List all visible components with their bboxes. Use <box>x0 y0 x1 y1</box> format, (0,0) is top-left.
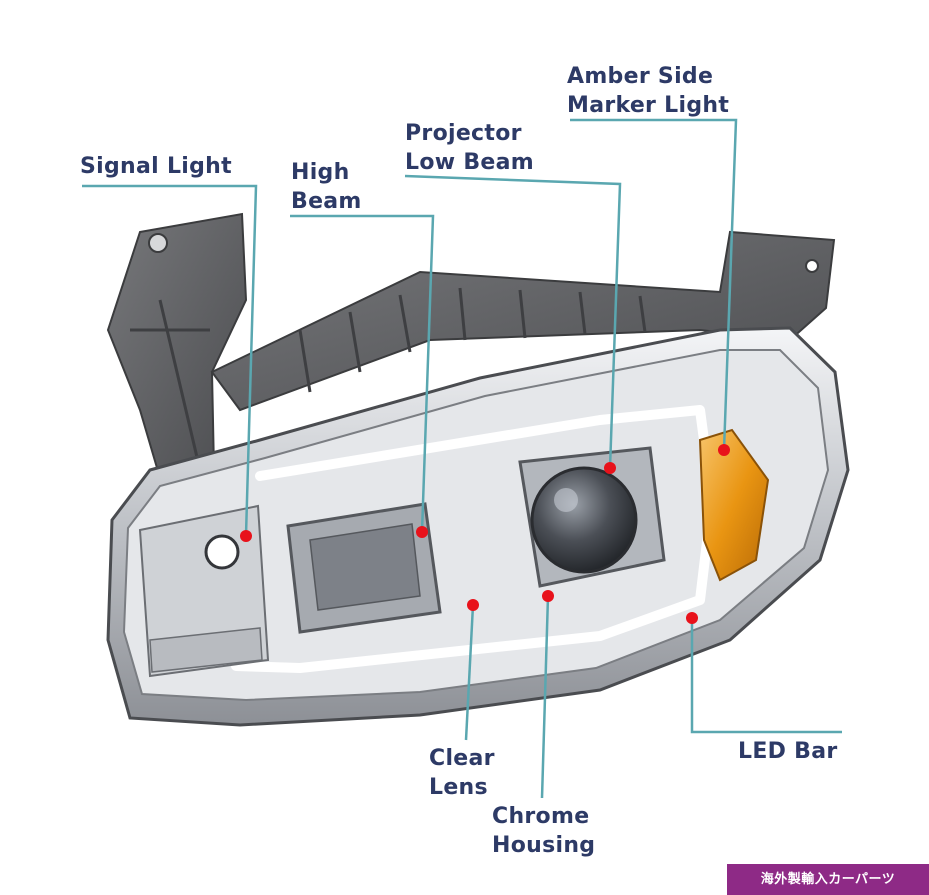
leader-led-bar <box>690 618 842 734</box>
leader-signal-light <box>82 184 258 536</box>
marker-dots <box>240 444 730 624</box>
label-high-beam: High Beam <box>291 158 362 216</box>
label-led-bar: LED Bar <box>738 737 838 766</box>
label-amber-side-marker-line-2: Marker Light <box>567 93 730 118</box>
label-amber-side-marker-line-1: Amber Side <box>567 64 714 89</box>
dot-chrome-housing <box>542 590 554 602</box>
label-projector-low-beam-line-2: Low Beam <box>405 150 534 175</box>
label-led-bar-line-1: LED Bar <box>738 739 838 764</box>
label-projector-low-beam-line-1: Projector <box>405 121 522 146</box>
label-clear-lens: Clear Lens <box>429 744 495 802</box>
leader-projector-low-beam <box>404 174 622 469</box>
dot-led-bar <box>686 612 698 624</box>
label-signal-light-line-1: Signal Light <box>80 154 232 179</box>
label-high-beam-line-1: High <box>291 160 350 185</box>
led-bar-graphic <box>231 405 717 673</box>
dot-high-beam <box>416 526 428 538</box>
label-clear-lens-line-1: Clear <box>429 746 495 771</box>
dot-projector-low-beam <box>604 462 616 474</box>
signal-light-graphic <box>138 504 270 678</box>
leader-amber-side-marker <box>570 118 738 451</box>
dot-amber-side-marker <box>718 444 730 456</box>
high-beam-graphic <box>286 502 442 634</box>
mounting-bracket <box>106 212 836 480</box>
label-projector-low-beam: Projector Low Beam <box>405 119 534 177</box>
shop-badge: 海外製輸入カーパーツ <box>727 864 929 895</box>
label-chrome-housing: Chrome Housing <box>492 802 595 860</box>
amber-side-marker-graphic <box>698 428 770 582</box>
leader-chrome-housing <box>540 595 550 799</box>
label-high-beam-line-2: Beam <box>291 189 362 214</box>
label-signal-light: Signal Light <box>80 152 232 181</box>
leader-high-beam <box>290 214 435 533</box>
label-amber-side-marker: Amber Side Marker Light <box>567 62 729 120</box>
leader-lines <box>82 118 842 799</box>
leader-clear-lens <box>464 604 475 741</box>
dot-signal-light <box>240 530 252 542</box>
dot-clear-lens <box>467 599 479 611</box>
label-chrome-housing-line-1: Chrome <box>492 804 590 829</box>
projector-low-beam-graphic <box>518 446 666 588</box>
label-clear-lens-line-2: Lens <box>429 775 488 800</box>
label-chrome-housing-line-2: Housing <box>492 833 596 858</box>
